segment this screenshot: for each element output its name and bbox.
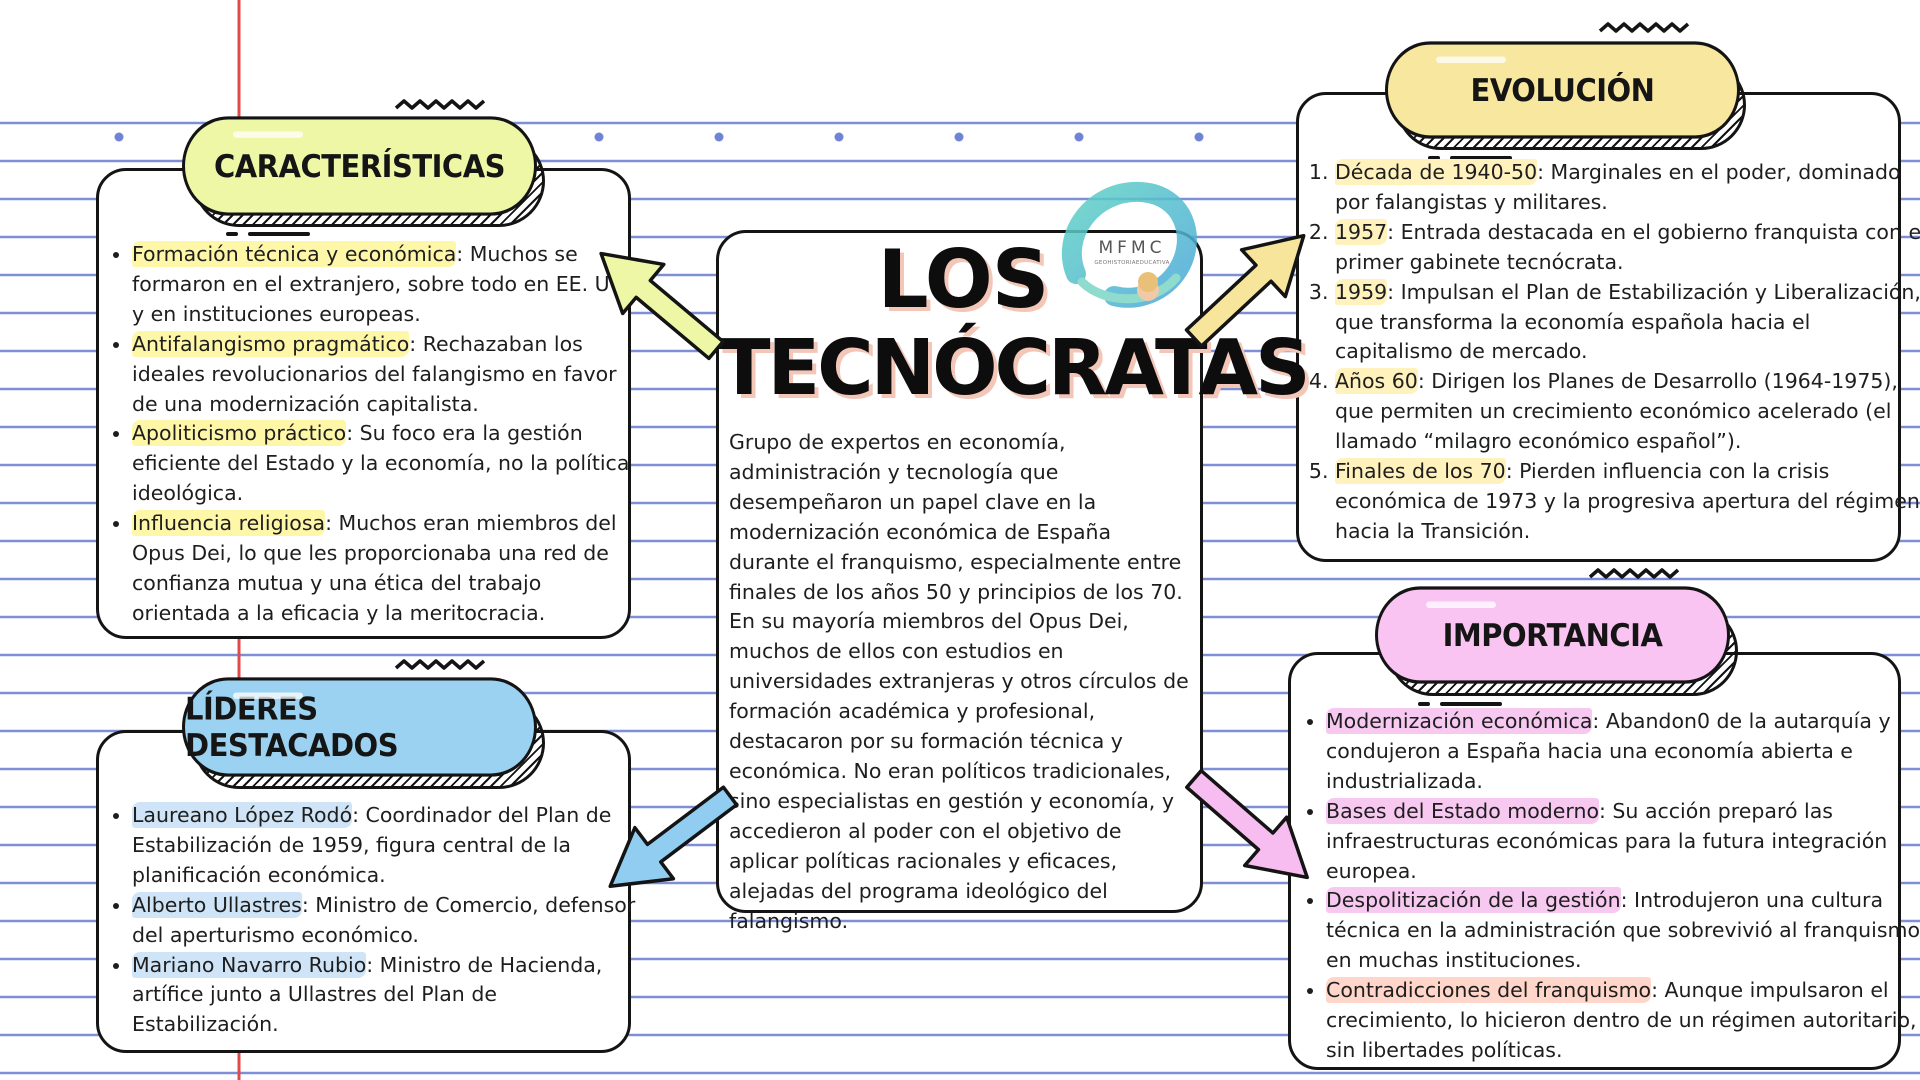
list-item: Década de 1940-50: Marginales en el pode… bbox=[1335, 158, 1920, 218]
list-item: Años 60: Dirigen los Planes de Desarroll… bbox=[1335, 367, 1920, 457]
item-term: 1957 bbox=[1335, 218, 1388, 245]
item-term: Influencia religiosa bbox=[132, 510, 326, 537]
squiggle-decoration bbox=[1598, 22, 1690, 33]
item-text: : Aunque impulsaron el crecimiento, lo h… bbox=[1326, 978, 1917, 1062]
item-text: : Marginales en el poder, dominado por f… bbox=[1335, 160, 1901, 214]
item-text: : Coordinador del Plan de Estabilización… bbox=[132, 803, 612, 887]
squiggle-decoration bbox=[394, 99, 486, 110]
item-text: : Introdujeron una cultura técnica en la… bbox=[1326, 888, 1920, 973]
paper-dot bbox=[114, 132, 124, 142]
dash-decoration bbox=[248, 232, 310, 236]
item-text: : Muchos se formaron en el extranjero, s… bbox=[132, 242, 632, 326]
item-term: Contradicciones del franquismo bbox=[1326, 977, 1652, 1004]
item-term: Laureano López Rodó bbox=[132, 802, 353, 828]
list-item: Despolitización de la gestión: Introduje… bbox=[1326, 886, 1920, 976]
title-line-1: LOS bbox=[877, 233, 1050, 326]
paper-dot bbox=[594, 132, 604, 142]
item-term: Modernización económica bbox=[1326, 708, 1593, 734]
heading-gloss bbox=[1436, 56, 1506, 63]
pink-arrow bbox=[1185, 768, 1309, 880]
evolucion-heading-text: EVOLUCIÓN bbox=[1470, 71, 1655, 109]
mfmc-logo bbox=[1061, 182, 1197, 308]
central-box bbox=[716, 230, 1203, 913]
item-term: Alberto Ullastres bbox=[132, 891, 302, 918]
list-item: Finales de los 70: Pierden influencia co… bbox=[1335, 457, 1920, 547]
item-text: : Pierden influencia con la crisis econó… bbox=[1335, 459, 1920, 543]
list-item: Apoliticismo práctico: Su foco era la ge… bbox=[132, 419, 642, 509]
item-text: : Su acción preparó las infraestructuras… bbox=[1326, 798, 1888, 883]
heading-gloss bbox=[233, 692, 303, 699]
dash-decoration bbox=[226, 232, 238, 236]
paper-dot bbox=[1194, 132, 1204, 142]
item-term: Despolitización de la gestión bbox=[1326, 887, 1621, 914]
item-term: Años 60 bbox=[1335, 368, 1418, 395]
logo-caption: GEOHISTORIAEDUCATIVA bbox=[1094, 260, 1170, 266]
item-term: Década de 1940-50 bbox=[1335, 159, 1538, 185]
lideres-heading: LÍDERES DESTACADOS bbox=[182, 677, 537, 777]
evolucion-list: Década de 1940-50: Marginales en el pode… bbox=[1297, 158, 1920, 547]
heading-gloss bbox=[233, 131, 303, 138]
paper-dot bbox=[834, 132, 844, 142]
intro-text: Grupo de expertos en economía, administr… bbox=[729, 428, 1191, 936]
list-item: Formación técnica y económica: Muchos se… bbox=[132, 240, 642, 330]
list-item: Mariano Navarro Rubio: Ministro de Hacie… bbox=[132, 951, 642, 1041]
item-term: Mariano Navarro Rubio bbox=[132, 951, 367, 978]
evolucion-heading: EVOLUCIÓN bbox=[1385, 41, 1740, 139]
paper-dot bbox=[954, 132, 964, 142]
item-term: Formación técnica y económica bbox=[132, 241, 457, 267]
item-text: : Su foco era la gestión eficiente del E… bbox=[132, 421, 630, 506]
item-text: : Ministro de Hacienda, artífice junto a… bbox=[132, 952, 603, 1037]
list-item: Laureano López Rodó: Coordinador del Pla… bbox=[132, 801, 642, 891]
dash-decoration bbox=[1440, 702, 1502, 706]
importancia-heading: IMPORTANCIA bbox=[1375, 586, 1730, 684]
intro-paragraph: En su mayoría miembros del Opus Dei, muc… bbox=[729, 609, 1189, 933]
squiggle-decoration bbox=[394, 659, 486, 670]
item-text: : Abandon0 de la autarquía y condujeron … bbox=[1326, 709, 1891, 793]
item-term: Antifalangismo pragmático bbox=[132, 330, 410, 357]
caracteristicas-heading: CARACTERÍSTICAS bbox=[182, 116, 537, 216]
green-arrow bbox=[599, 251, 725, 361]
item-text: : Muchos eran miembros del Opus Dei, lo … bbox=[132, 511, 617, 625]
dash-decoration bbox=[1450, 156, 1512, 160]
squiggle-decoration bbox=[1588, 568, 1680, 579]
item-text: : Rechazaban los ideales revolucionarios… bbox=[132, 331, 617, 416]
item-term: 1959 bbox=[1335, 278, 1388, 305]
list-item: Influencia religiosa: Muchos eran miembr… bbox=[132, 509, 642, 629]
paper-dot bbox=[714, 132, 724, 142]
dash-decoration bbox=[1428, 156, 1440, 160]
yellow-arrow bbox=[1184, 233, 1306, 348]
list-item: Alberto Ullastres: Ministro de Comercio,… bbox=[132, 891, 642, 951]
blue-arrow bbox=[608, 785, 739, 889]
importancia-list: Modernización económica: Abandon0 de la … bbox=[1290, 707, 1920, 1066]
paper-dot bbox=[1074, 132, 1084, 142]
item-text: : Dirigen los Planes de Desarrollo (1964… bbox=[1335, 369, 1898, 454]
list-item: Modernización económica: Abandon0 de la … bbox=[1326, 707, 1920, 797]
list-item: Antifalangismo pragmático: Rechazaban lo… bbox=[132, 330, 642, 420]
list-item: 1959: Impulsan el Plan de Estabilización… bbox=[1335, 278, 1920, 368]
importancia-heading-text: IMPORTANCIA bbox=[1442, 616, 1663, 654]
item-text: : Ministro de Comercio, defensor del ape… bbox=[132, 892, 636, 947]
item-text: : Impulsan el Plan de Estabilización y L… bbox=[1335, 279, 1920, 364]
item-term: Apoliticismo práctico bbox=[132, 420, 347, 447]
intro-paragraph: Grupo de expertos en economía, administr… bbox=[729, 430, 1183, 604]
caracteristicas-heading-text: CARACTERÍSTICAS bbox=[213, 147, 506, 185]
list-item: Contradicciones del franquismo: Aunque i… bbox=[1326, 976, 1920, 1066]
caracteristicas-list: Formación técnica y económica: Muchos se… bbox=[96, 240, 642, 629]
lideres-heading-text: LÍDERES DESTACADOS bbox=[185, 690, 399, 764]
list-item: 1957: Entrada destacada en el gobierno f… bbox=[1335, 218, 1920, 278]
item-term: Bases del Estado moderno bbox=[1326, 797, 1599, 824]
item-term: Finales de los 70 bbox=[1335, 458, 1506, 485]
item-text: : Entrada destacada en el gobierno franq… bbox=[1335, 219, 1920, 274]
lideres-list: Laureano López Rodó: Coordinador del Pla… bbox=[96, 801, 642, 1040]
list-item: Bases del Estado moderno: Su acción prep… bbox=[1326, 797, 1920, 887]
logo-initials: MFMC bbox=[1098, 238, 1166, 258]
heading-gloss bbox=[1426, 601, 1496, 608]
dash-decoration bbox=[1418, 702, 1430, 706]
